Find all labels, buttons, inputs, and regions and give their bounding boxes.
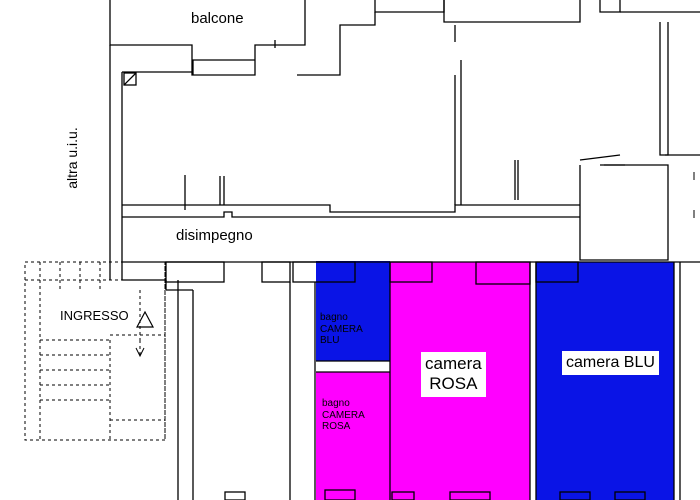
room-bagno-camera-rosa-fill	[316, 372, 390, 500]
label-balcone: balcone	[191, 10, 244, 27]
triangle-icon	[136, 310, 154, 328]
label-camera-rosa-line2: ROSA	[429, 374, 478, 394]
room-camera-blu-fill	[536, 262, 674, 500]
label-bagno-camera-blu: bagno CAMERA BLU	[320, 312, 380, 347]
label-bagno-camera-rosa-line2: CAMERA	[322, 409, 365, 421]
label-bagno-camera-blu-line1: bagno	[320, 312, 348, 323]
label-bagno-camera-rosa-line3: ROSA	[322, 421, 351, 432]
label-disimpegno: disimpegno	[176, 227, 253, 244]
label-ingresso: INGRESSO	[60, 308, 129, 323]
label-bagno-camera-rosa-line1: bagno	[322, 398, 350, 409]
label-bagno-camera-blu-line3: BLU	[320, 335, 340, 346]
label-altra-uiu: altra u.i.u.	[63, 127, 80, 189]
room-bagno-camera-blu-fill	[316, 261, 390, 361]
staircase	[24, 261, 166, 441]
label-bagno-camera-rosa: bagno CAMERA ROSA	[322, 398, 382, 433]
label-camera-rosa-line1: camera	[425, 354, 482, 373]
label-bagno-camera-blu-line2: CAMERA	[320, 323, 363, 335]
label-camera-rosa: camera ROSA	[421, 352, 486, 397]
walls	[109, 0, 700, 500]
label-camera-blu: camera BLU	[562, 351, 659, 376]
staircase-arrow	[135, 290, 145, 358]
